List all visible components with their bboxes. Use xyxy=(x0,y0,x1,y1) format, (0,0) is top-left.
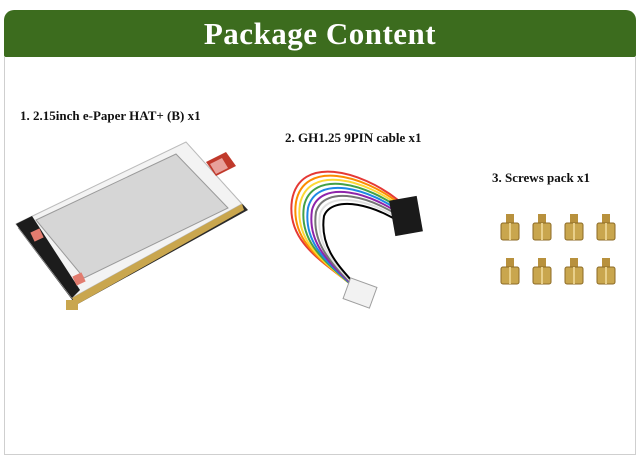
epaper-hat-image xyxy=(15,141,248,310)
item-label-screws: 3. Screws pack x1 xyxy=(492,170,590,185)
page-title: Package Content xyxy=(203,15,437,51)
item-label-epaper-hat: 1. 2.15inch e-Paper HAT+ (B) x1 xyxy=(20,108,201,123)
item-label-cable: 2. GH1.25 9PIN cable x1 xyxy=(285,130,422,145)
screws-pack-image xyxy=(500,213,616,285)
header-banner: Package Content xyxy=(4,10,636,57)
cable-image xyxy=(290,170,423,309)
content-frame xyxy=(4,57,636,455)
